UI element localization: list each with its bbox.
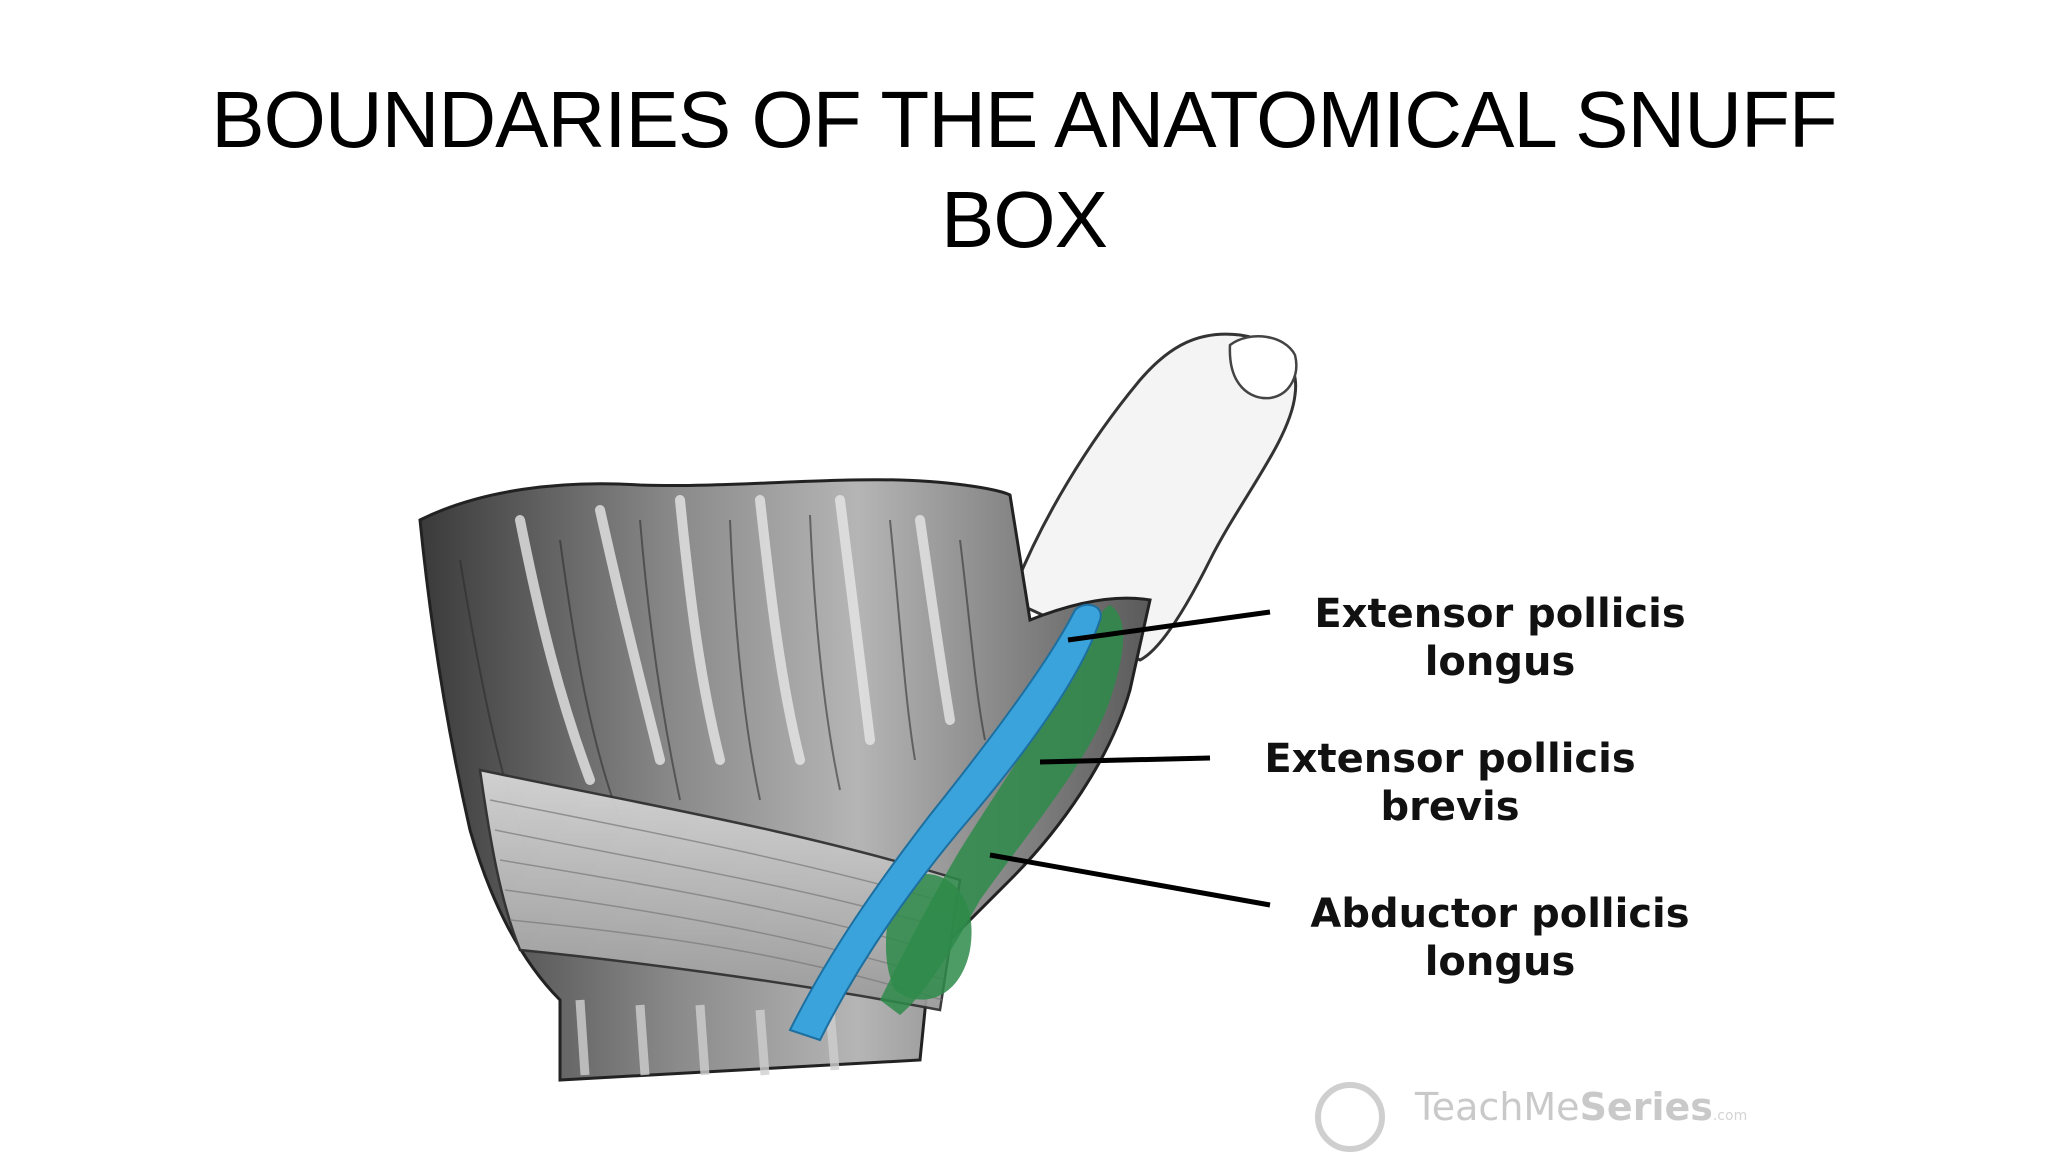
watermark-circle	[1315, 1082, 1385, 1152]
green-tendon-belly	[885, 873, 972, 1000]
watermark-brand-1: TeachMe	[1415, 1085, 1580, 1129]
label-extensor-pollicis-longus: Extensor pollicis longus	[1314, 591, 1686, 685]
leader-line-epl	[1067, 609, 1271, 643]
slide-title: BOUNDARIES OF THE ANATOMICAL SNUFF BOX	[0, 70, 2048, 270]
watermark-suffix: .com	[1712, 1108, 1748, 1124]
tendon-streaks	[515, 495, 955, 785]
muscle-shading	[459, 514, 986, 861]
title-line-1: BOUNDARIES OF THE ANATOMICAL SNUFF	[211, 75, 1838, 164]
blue-tendon-epl	[788, 603, 1102, 1042]
watermark-teachmeseries: © TeachMeSeries.com	[1310, 1085, 1747, 1129]
label-abductor-pollicis-longus: Abductor pollicis longus	[1310, 891, 1690, 985]
title-line-2: BOX	[941, 175, 1108, 264]
leader-line-epb	[1039, 755, 1211, 765]
watermark-brand-2: Series	[1579, 1085, 1713, 1129]
leader-line-apl	[989, 852, 1271, 908]
label-extensor-pollicis-brevis: Extensor pollicis brevis	[1264, 736, 1636, 830]
thumbnail	[1228, 335, 1298, 400]
